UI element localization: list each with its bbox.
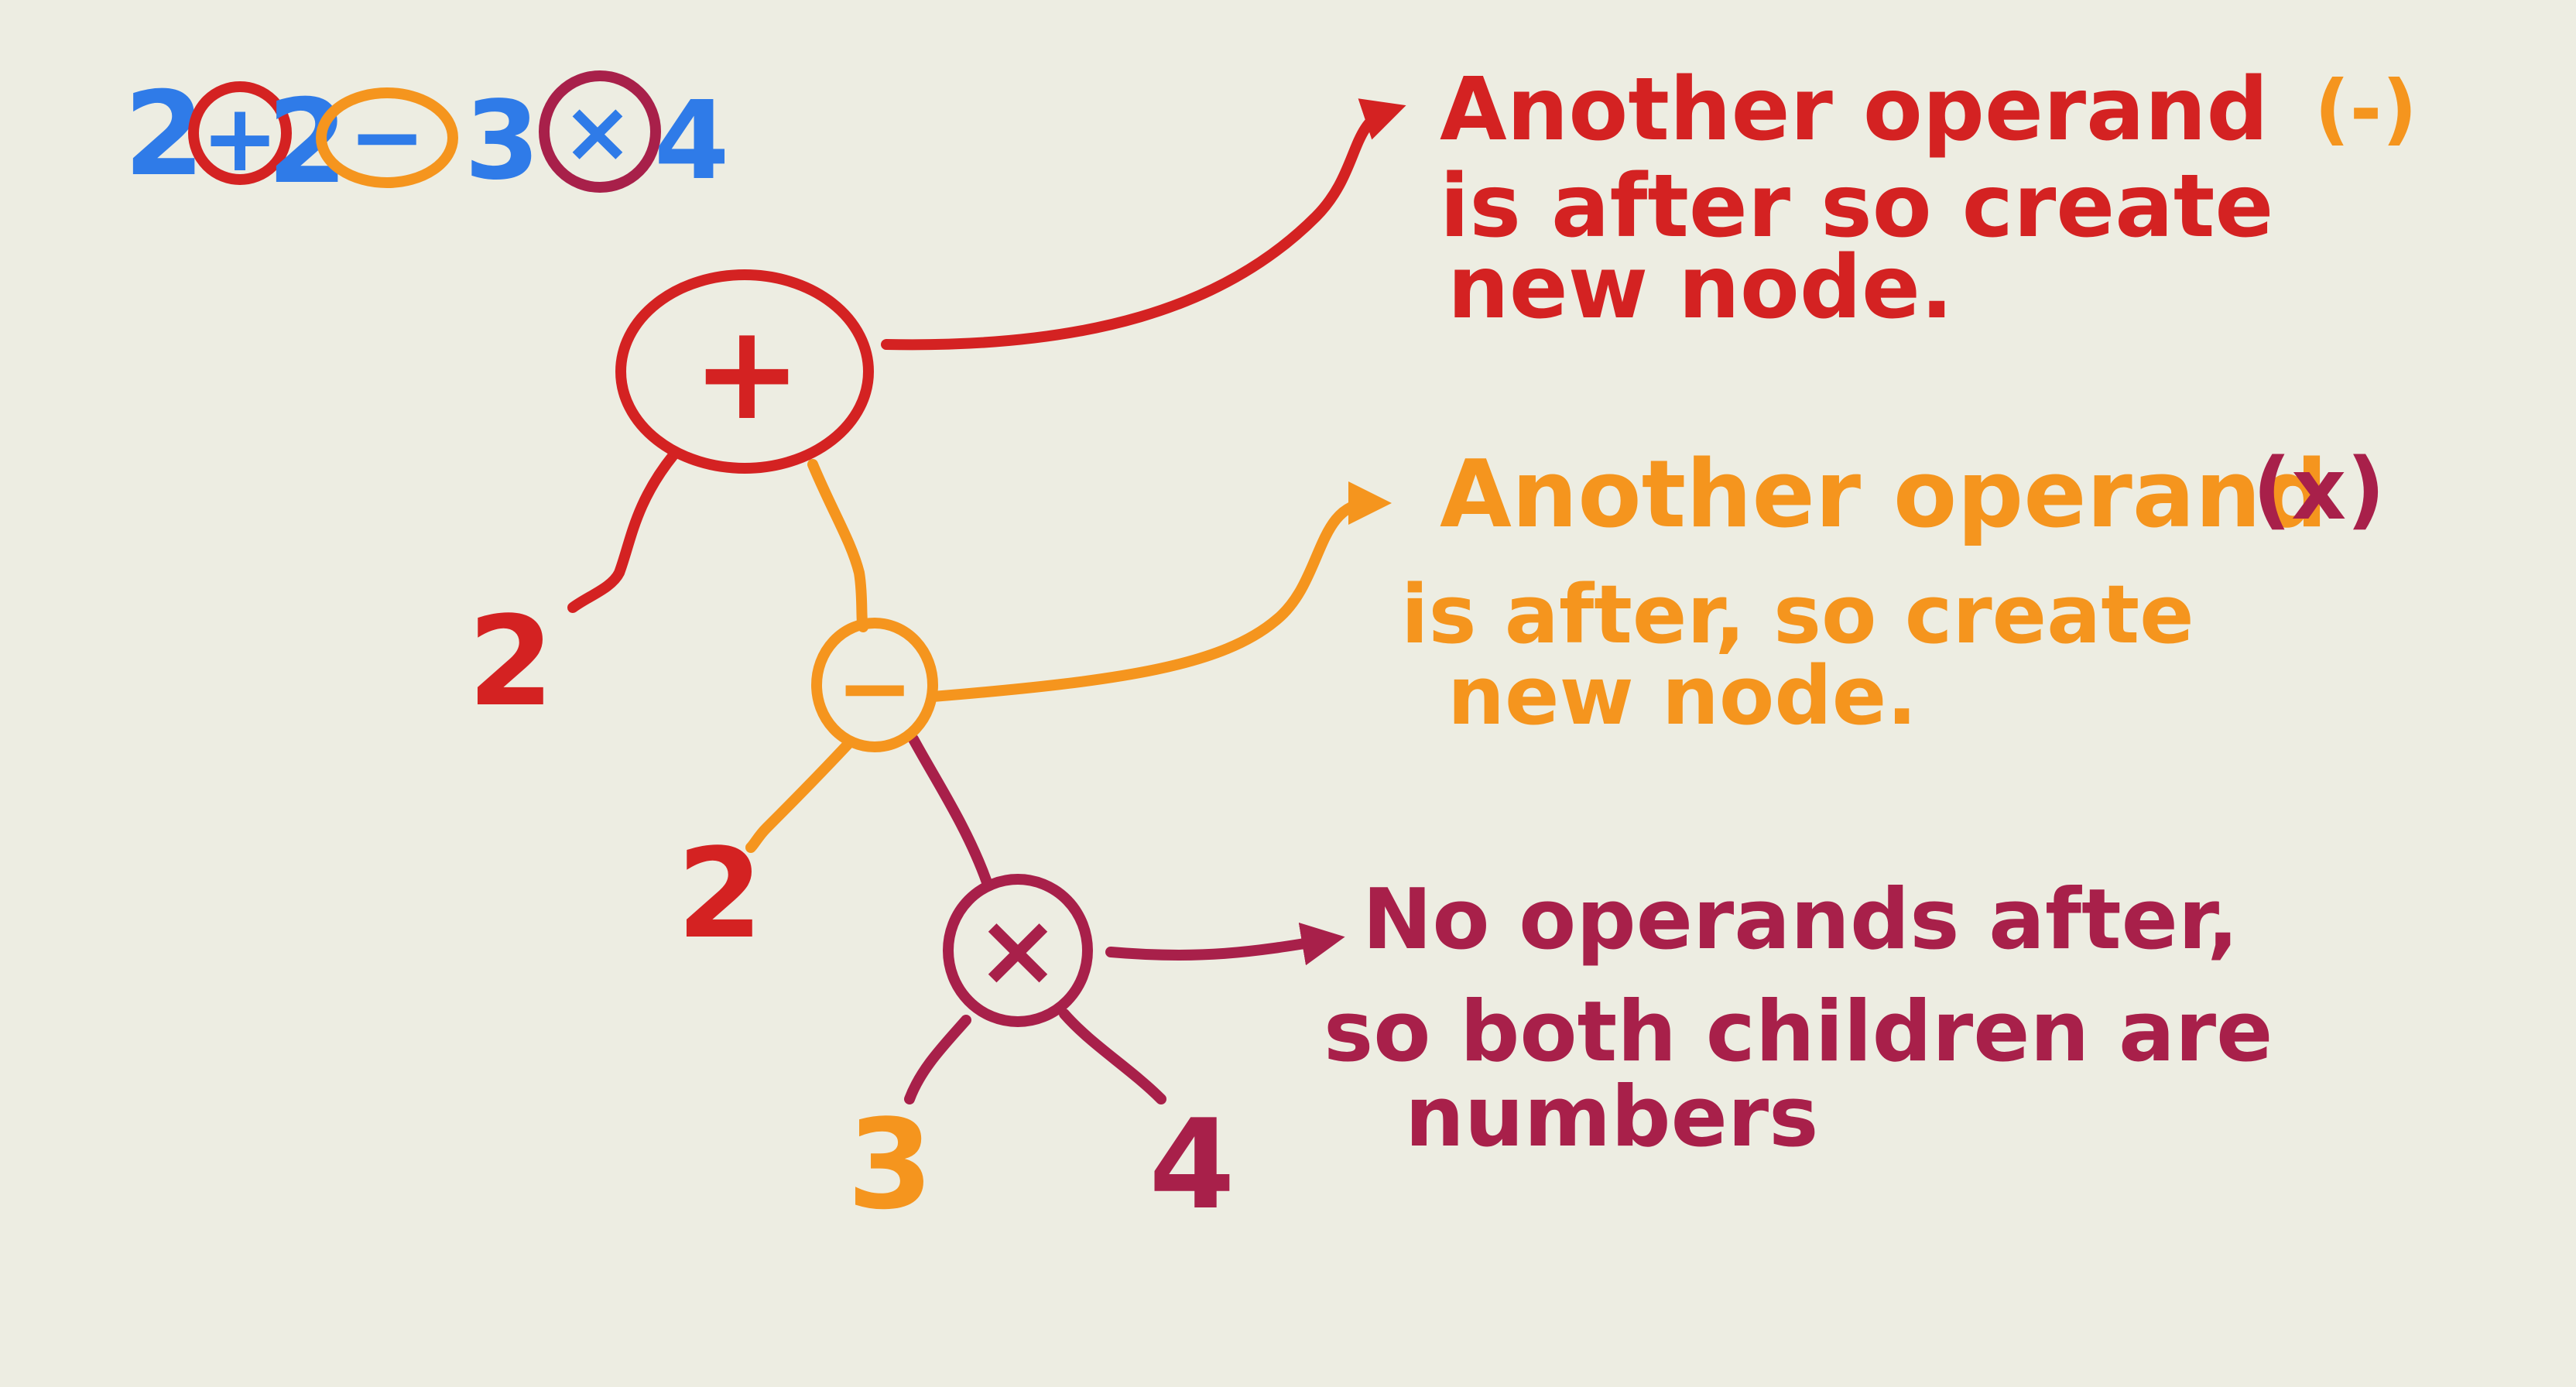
edge-plus-to-2 — [567, 450, 679, 613]
arrow-times-note — [1105, 922, 1345, 966]
expression-token-minus: − — [348, 84, 426, 191]
leaf-3: 3 — [847, 1092, 933, 1237]
node-plus-operator: + — [692, 296, 802, 450]
arrow-plus-note — [881, 98, 1406, 351]
edge-times-to-3 — [904, 1015, 971, 1104]
expression-token-3: 3 — [464, 78, 540, 204]
plus-note: Another operand (-) is after so create n… — [1440, 60, 2417, 338]
expression-token-plus: + — [201, 85, 279, 193]
edge-minus-to-2 — [745, 739, 853, 853]
tree-node-minus: − — [811, 618, 938, 752]
expression-minus-circle — [316, 87, 458, 188]
expression: 2 + 2 − 3 × 4 — [124, 67, 729, 210]
expression-token-4: 4 — [654, 78, 729, 204]
expression-token-times: × — [562, 82, 633, 181]
times-note-line3: numbers — [1405, 1069, 1818, 1166]
tree-edges — [567, 450, 1166, 1104]
edge-plus-to-minus — [807, 459, 868, 632]
minus-note: Another operand (x) is after, so create … — [1401, 440, 2386, 743]
edge-times-to-4 — [1059, 1009, 1166, 1104]
minus-note-line1: Another operand — [1440, 441, 2328, 549]
plus-note-line3: new node. — [1447, 238, 1954, 338]
expression-plus-circle — [188, 81, 292, 185]
minus-note-paren: (x) — [2252, 440, 2386, 539]
tree-node-plus: + — [615, 269, 874, 474]
plus-note-line1: Another operand — [1440, 60, 2269, 160]
times-note: No operands after, so both children are … — [1324, 872, 2273, 1166]
leaf-2-left: 2 — [468, 589, 553, 734]
node-plus-circle — [615, 269, 874, 474]
plus-note-line2: is after so create — [1440, 156, 2273, 257]
expression-token-2b: 2 — [267, 75, 348, 210]
tree-node-times: × — [943, 874, 1093, 1027]
times-note-line1: No operands after, — [1362, 872, 2239, 968]
edge-minus-to-times — [908, 734, 992, 888]
node-minus-operator: − — [836, 635, 914, 742]
minus-note-line2: is after, so create — [1401, 567, 2194, 662]
plus-note-paren: (-) — [2314, 63, 2417, 154]
expression-times-circle — [539, 70, 661, 193]
node-minus-circle — [811, 618, 938, 752]
arrow-minus-note — [927, 481, 1392, 702]
node-times-operator: × — [976, 891, 1060, 1009]
times-note-line2: so both children are — [1324, 984, 2273, 1080]
leaf-4: 4 — [1149, 1092, 1235, 1237]
node-times-circle — [943, 874, 1093, 1027]
minus-note-line3: new node. — [1447, 649, 1917, 743]
leaf-2-middle: 2 — [677, 821, 762, 966]
